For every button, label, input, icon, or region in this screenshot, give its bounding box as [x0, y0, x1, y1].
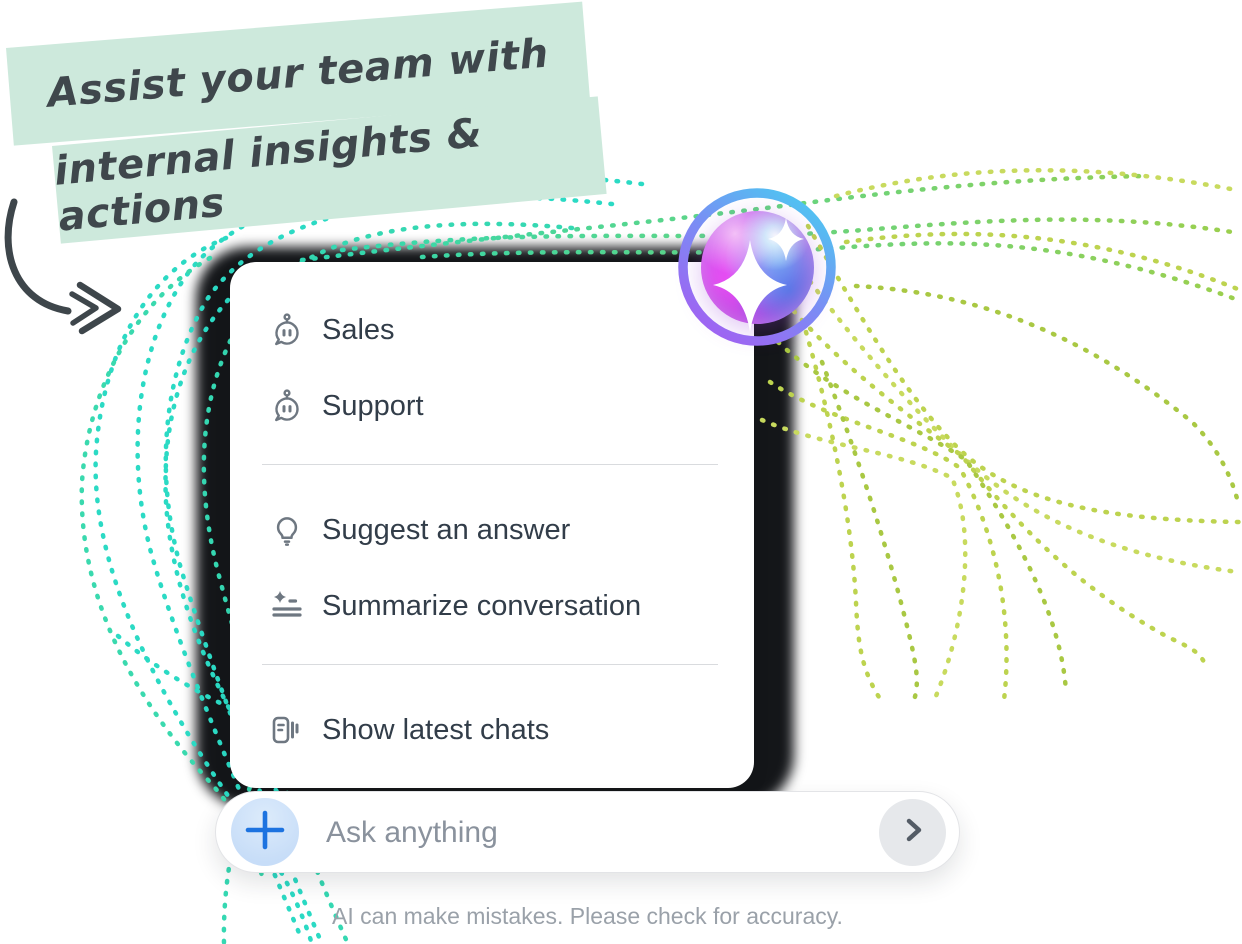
- ai-disclaimer-text: AI can make mistakes. Please check for a…: [332, 903, 843, 929]
- menu-item-label: Sales: [322, 313, 395, 346]
- menu-item-summarize[interactable]: Summarize conversation: [268, 584, 641, 628]
- bot-icon: [268, 387, 306, 425]
- bot-icon: [268, 311, 306, 349]
- ask-anything-bar: [215, 791, 960, 873]
- menu-item-label: Support: [322, 389, 424, 422]
- menu-item-suggest-answer[interactable]: Suggest an answer: [268, 508, 570, 552]
- attach-button[interactable]: [231, 798, 299, 866]
- ai-sparkle-orb[interactable]: [701, 211, 814, 324]
- menu-item-latest-chats[interactable]: Show latest chats: [268, 708, 549, 752]
- menu-item-label: Show latest chats: [322, 713, 550, 746]
- headline-line-1: Assist your team with: [45, 30, 551, 117]
- assistant-menu-card: Sales Support Suggest an answer: [230, 262, 754, 788]
- menu-item-label: Summarize conversation: [322, 589, 642, 622]
- chats-icon: [268, 711, 306, 749]
- menu-item-sales[interactable]: Sales: [268, 308, 395, 352]
- plus-icon: [245, 810, 285, 855]
- chevron-right-icon: [896, 813, 930, 852]
- send-button[interactable]: [879, 799, 946, 866]
- ask-anything-input[interactable]: [324, 792, 808, 873]
- menu-item-support[interactable]: Support: [268, 384, 424, 428]
- lightbulb-icon: [268, 511, 306, 549]
- menu-divider: [262, 664, 718, 665]
- summarize-icon: [268, 587, 306, 625]
- menu-divider: [262, 464, 718, 465]
- menu-item-label: Suggest an answer: [322, 513, 571, 546]
